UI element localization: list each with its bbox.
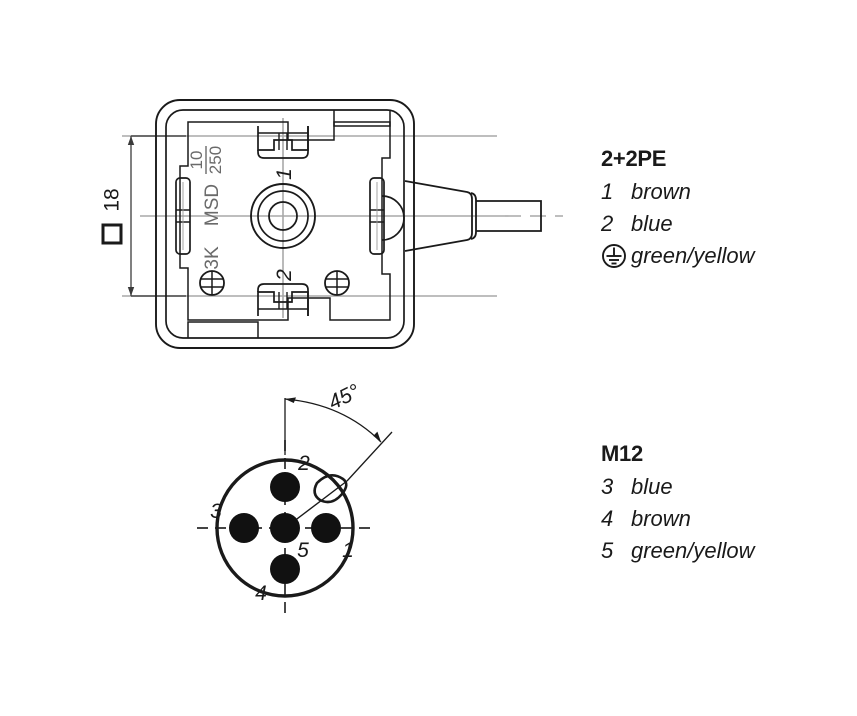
legend-pin-number: 2 — [601, 211, 614, 236]
legend-wire-color: green/yellow — [631, 538, 755, 563]
legend-row: green/yellow — [601, 240, 755, 272]
m12-pin-numbers: 2 3 1 4 5 — [210, 452, 354, 605]
housing-bottom-notch — [187, 321, 259, 338]
terminal-number-labels: 1 2 — [273, 168, 296, 282]
terminal-clip-bottom-profile — [257, 291, 309, 316]
housing-markings: 10 250 MSD 3K — [187, 146, 225, 270]
legend-row: 4 brown — [601, 503, 755, 535]
legend-pin-number: 1 — [601, 179, 614, 204]
m12-pin-1 — [311, 513, 341, 543]
terminal-clip-top-profile — [257, 126, 309, 151]
terminal-clip-top-body — [257, 126, 309, 159]
central-mounting-hole — [250, 183, 316, 249]
angle-arrow-start — [285, 397, 296, 403]
legend-row: 2 blue — [601, 208, 755, 240]
legend-row: 5 green/yellow — [601, 535, 755, 567]
interior-seal-contour — [179, 121, 391, 321]
terminal-2-label: 2 — [273, 269, 296, 282]
square-symbol-icon — [101, 223, 123, 245]
legend-wire-color: blue — [631, 474, 673, 499]
m12-pin-2-label: 2 — [297, 452, 310, 475]
legend-m12: M12 3 blue 4 brown 5 green/yellow — [601, 443, 755, 567]
m12-pin-4 — [270, 554, 300, 584]
m12-pin-1-label: 1 — [342, 539, 354, 562]
dimension-18-label-group: 18 — [101, 188, 124, 245]
contact-strip-left-outline — [175, 177, 191, 255]
angle-dimension-arc — [284, 398, 382, 443]
housing-top-notch — [333, 110, 391, 127]
protective-earth-icon — [601, 243, 631, 269]
gland-taper-outline — [404, 180, 473, 252]
legend-pin-number: 4 — [601, 506, 614, 531]
m12-face-view: 45° 2 3 1 4 5 — [197, 380, 393, 616]
valve-connector-body — [155, 99, 542, 349]
legend-wire-color: brown — [631, 506, 691, 531]
legend-pin-number: 3 — [601, 474, 614, 499]
rating-fraction: 10 250 — [187, 146, 225, 174]
legend-m12-title: M12 — [601, 441, 643, 466]
m12-body-circle — [215, 458, 355, 598]
legend-2plus2pe-title: 2+2PE — [601, 146, 667, 171]
terminal-clip-bottom-body — [257, 283, 309, 316]
legend-2plus2pe: 2+2PE 1 brown 2 blue green/yellow — [601, 148, 755, 272]
m12-pin-3-label: 3 — [210, 500, 222, 523]
angle-arrow-end — [373, 431, 381, 442]
terminal-1-label: 1 — [273, 168, 296, 180]
type-marking-label: 3K — [202, 246, 223, 270]
contact-strip-right — [369, 177, 385, 255]
screw-head-right — [324, 270, 350, 296]
m12-centerlines — [197, 440, 373, 616]
legend-pin-number: 5 — [601, 538, 614, 563]
angle-leader-extension — [346, 431, 393, 482]
central-hole-outer-ring — [250, 183, 316, 249]
cable-stub — [476, 200, 542, 232]
m12-pin-5-label: 5 — [297, 539, 309, 562]
legend-wire-color: green/yellow — [631, 243, 755, 268]
dimension-arrow-bottom — [127, 287, 135, 296]
m12-pin-5 — [270, 513, 300, 543]
contact-strip-right-outline — [369, 177, 385, 255]
m12-pin-2 — [270, 472, 300, 502]
terminal-clip-bottom — [257, 283, 309, 316]
legend-wire-color: brown — [631, 179, 691, 204]
central-hole-middle-ring — [257, 190, 309, 242]
legend-row: 1 brown — [601, 176, 755, 208]
central-hole-bore — [268, 201, 298, 231]
screw-head-left — [199, 270, 225, 296]
contact-strip-left — [175, 177, 191, 255]
terminal-clip-top — [257, 126, 309, 159]
cable-outline — [476, 200, 542, 232]
dimension-arrow-top — [127, 136, 135, 145]
cable-gland — [404, 180, 477, 252]
rating-numerator-label: 10 — [187, 151, 206, 170]
dimension-18 — [127, 135, 186, 297]
interior-round-boss — [381, 195, 405, 241]
legend-wire-color: blue — [631, 211, 673, 236]
rating-denominator-label: 250 — [206, 146, 225, 174]
legend-row: 3 blue — [601, 471, 755, 503]
brand-marking-label: MSD — [202, 184, 223, 226]
m12-keyway-notch — [313, 474, 348, 504]
m12-pin-3 — [229, 513, 259, 543]
dimension-18-label: 18 — [101, 188, 124, 211]
housing-outer-outline — [155, 99, 415, 349]
gland-collar — [470, 192, 477, 240]
m12-pin-4-label: 4 — [255, 582, 267, 605]
